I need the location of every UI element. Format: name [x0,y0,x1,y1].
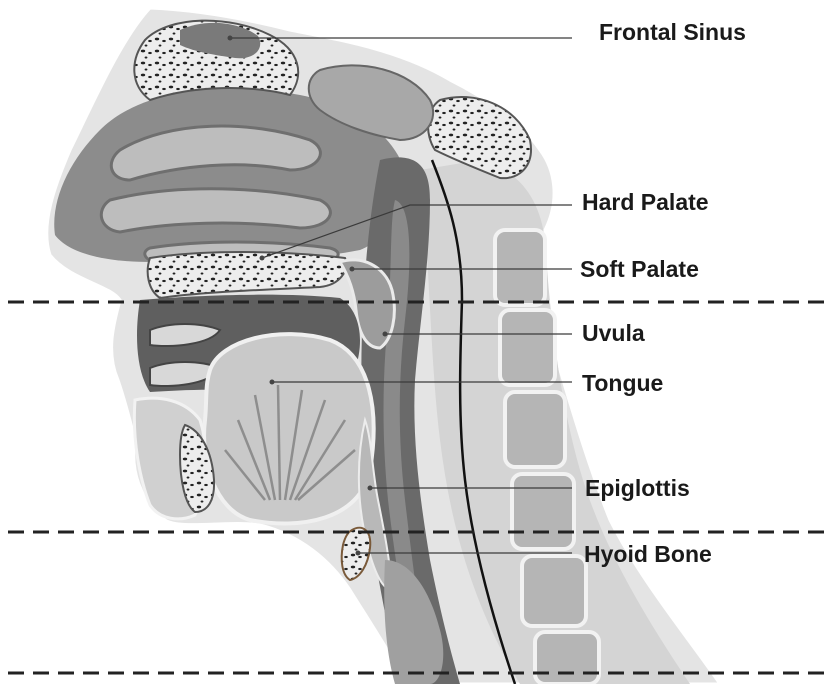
label-uvula: Uvula [582,322,645,345]
label-hard-palate: Hard Palate [582,191,709,214]
label-hyoid-bone: Hyoid Bone [584,543,712,566]
label-tongue: Tongue [582,372,663,395]
label-soft-palate: Soft Palate [580,258,699,281]
tongue [204,334,374,523]
label-frontal-sinus: Frontal Sinus [599,21,746,44]
label-epiglottis: Epiglottis [585,477,690,500]
